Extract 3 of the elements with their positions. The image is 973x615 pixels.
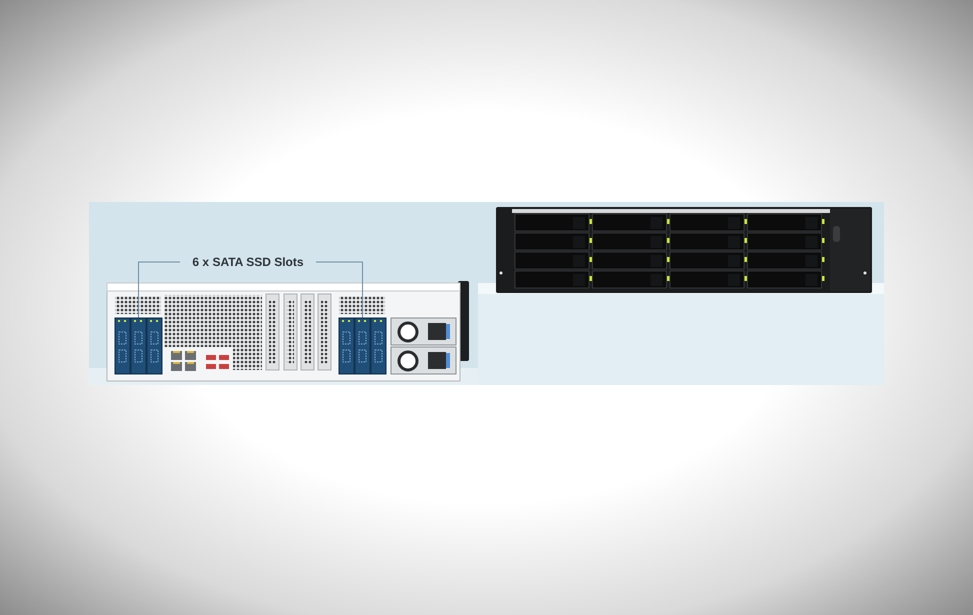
callout-label: 6 x SATA SSD Slots: [192, 255, 304, 269]
leader-line: [138, 262, 180, 318]
leader-line: [316, 262, 363, 318]
